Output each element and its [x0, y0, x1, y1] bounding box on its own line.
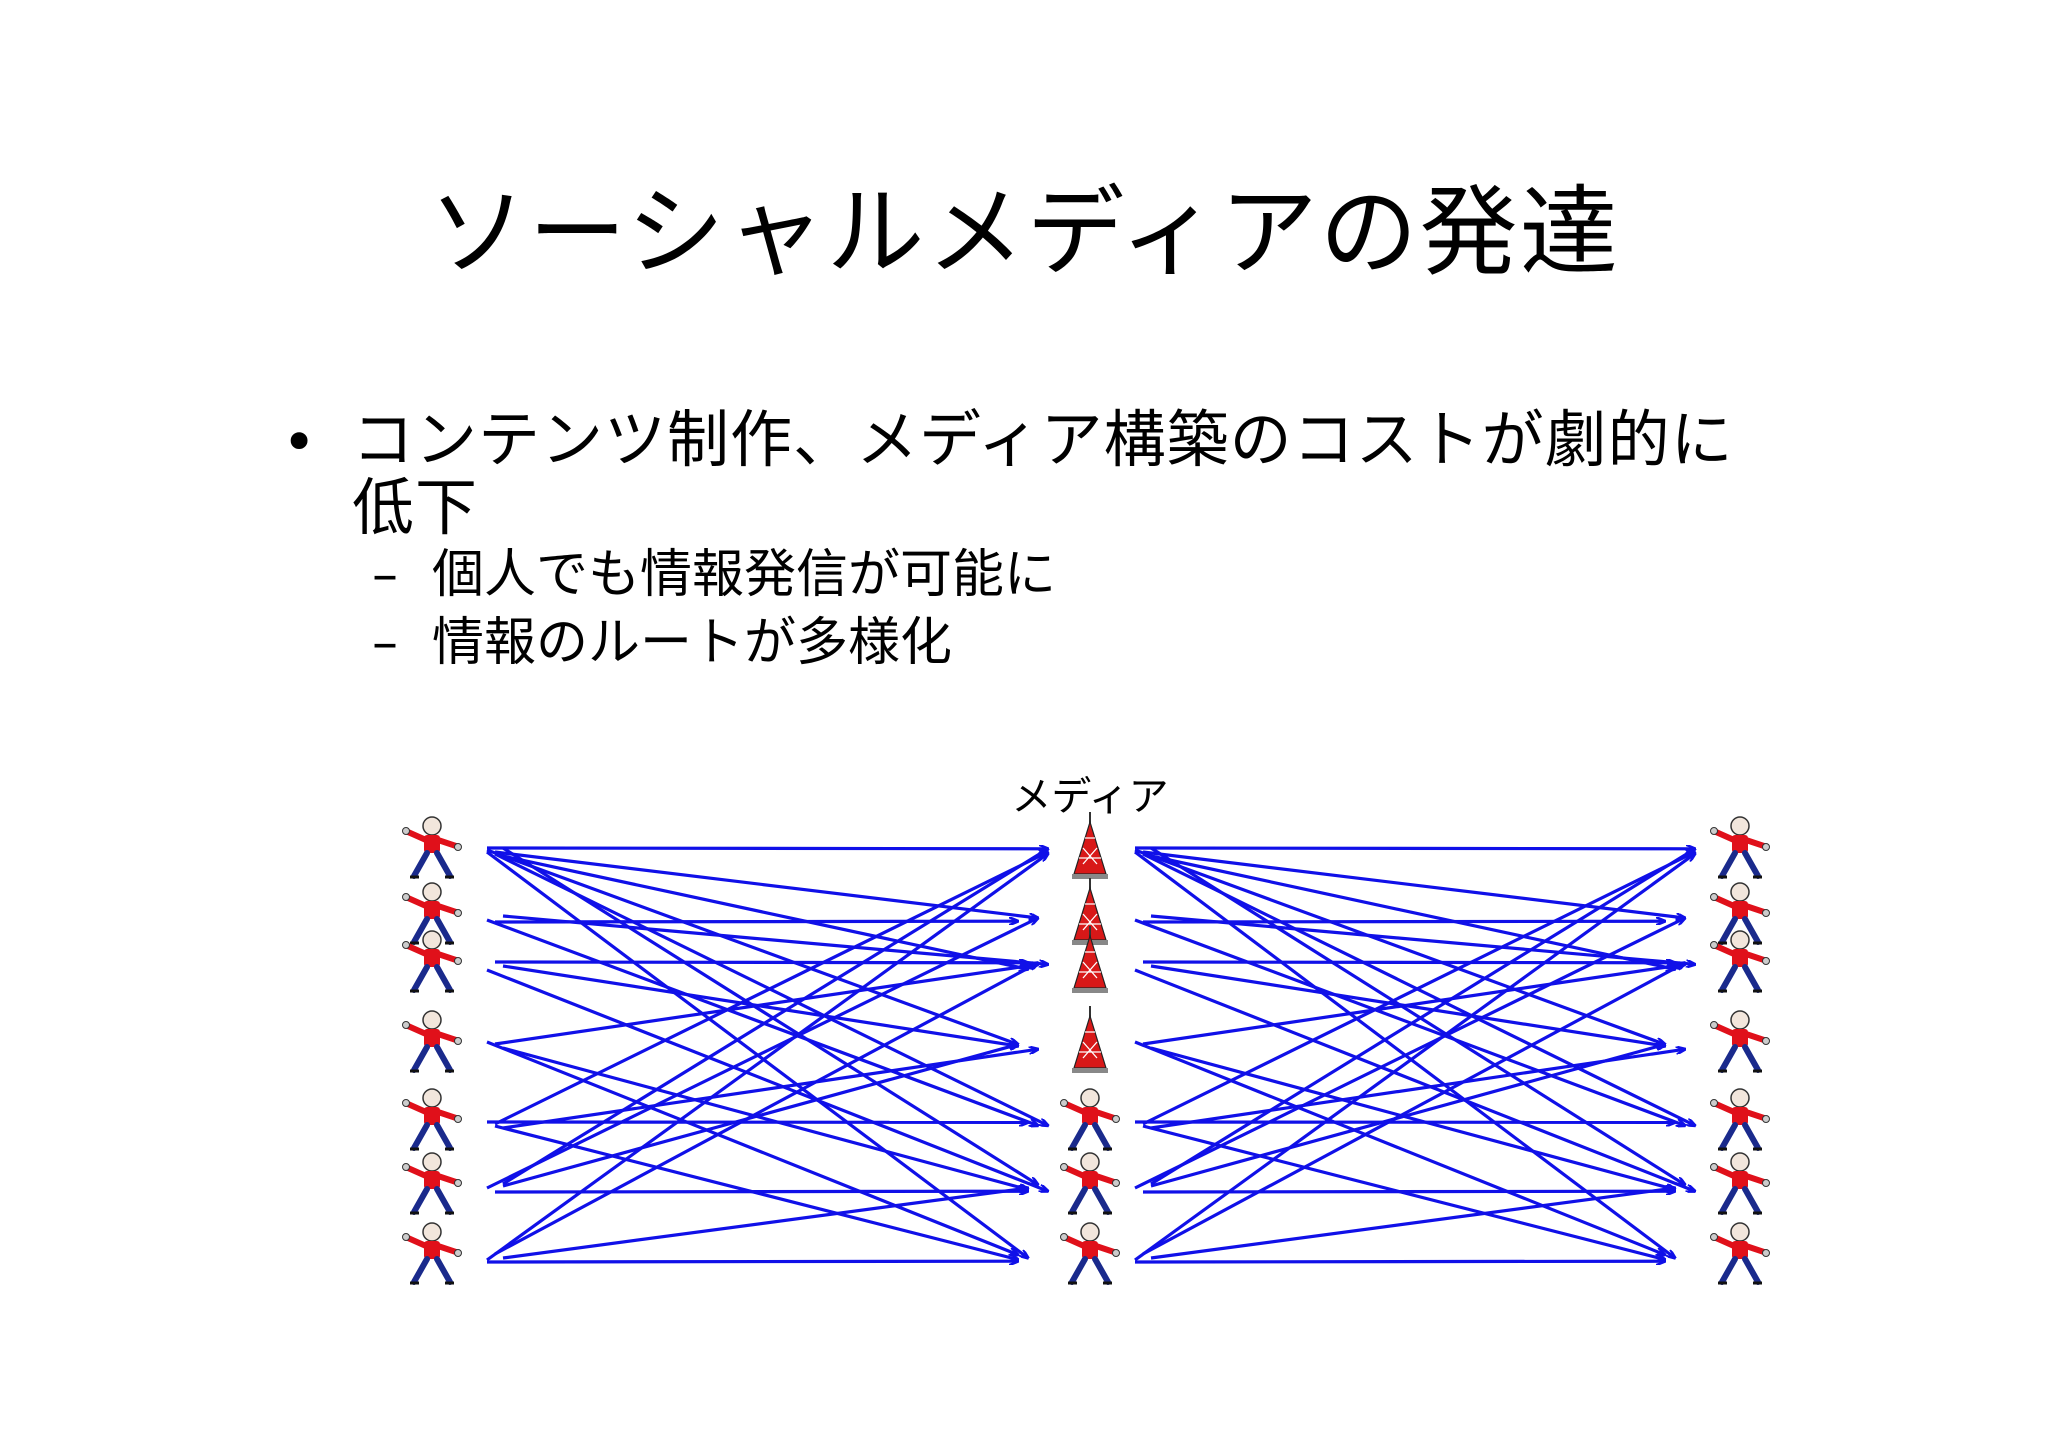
person-icon: [1710, 930, 1770, 993]
arrow-line: [1134, 848, 1695, 849]
sub-bullet: –情報のルートが多様化: [372, 614, 952, 672]
arrow-line: [494, 852, 1048, 1126]
arrow-line: [486, 918, 1038, 1190]
arrow-line: [494, 962, 1028, 963]
arrow-line: [1142, 850, 1685, 918]
person-icon: [402, 930, 462, 993]
person-icon: [402, 1152, 462, 1215]
arrow-line: [1150, 849, 1695, 1186]
arrow-line: [1134, 1040, 1665, 1255]
arrow-line: [1134, 854, 1695, 1262]
arrow-line: [486, 854, 1048, 1262]
node-group: [402, 812, 1770, 1285]
arrow-line: [1142, 963, 1685, 1256]
sub-bullet: –個人でも情報発信が可能に: [372, 546, 1056, 604]
arrow-line: [1142, 1191, 1675, 1192]
person-icon: [1060, 1152, 1120, 1215]
tower-icon: [1072, 812, 1108, 879]
arrow-line: [1150, 1188, 1675, 1260]
arrow-line: [494, 963, 1038, 1256]
arrow-line: [502, 846, 1038, 1185]
slide-title: ソーシャルメディアの発達: [428, 176, 1620, 290]
arrow-line: [1134, 918, 1685, 1190]
arrow-line: [1134, 968, 1695, 1191]
person-icon: [1710, 1088, 1770, 1151]
arrow-line: [486, 1040, 1018, 1255]
arrow-line: [494, 1191, 1028, 1192]
arrow-line: [502, 1044, 1018, 1188]
person-icon: [1710, 882, 1770, 945]
person-icon: [1710, 1222, 1770, 1285]
arrow-line: [1150, 1046, 1675, 1190]
bullet-text: コンテンツ制作、メディア構築のコストが劇的に低下: [352, 403, 1734, 544]
arrow-line: [502, 1188, 1028, 1260]
arrow-line: [486, 848, 1018, 1044]
person-icon: [1710, 816, 1770, 879]
person-icon: [1710, 1010, 1770, 1073]
arrow-line: [486, 848, 1048, 849]
sub-bullet-dash: –: [372, 545, 398, 605]
person-icon: [1710, 1152, 1770, 1215]
arrow-group: [486, 846, 1695, 1262]
arrow-line: [1142, 962, 1675, 963]
arrow-line: [1150, 854, 1675, 969]
sub-bullet-dash: –: [372, 613, 398, 673]
sub-bullet-text: 個人でも情報発信が可能に: [432, 545, 1057, 605]
arrow-line: [494, 964, 1038, 1046]
person-icon: [402, 1010, 462, 1073]
person-icon: [402, 1222, 462, 1285]
arrow-line: [1142, 964, 1685, 1046]
bullet-dot: •: [282, 408, 317, 476]
arrow-line: [1150, 846, 1685, 1185]
tower-icon: [1072, 1006, 1108, 1073]
arrow-line: [502, 854, 1028, 969]
arrow-line: [486, 1261, 1018, 1262]
tower-icon: [1072, 926, 1108, 993]
sub-bullet-text: 情報のルートが多様化: [432, 613, 953, 673]
arrow-line: [1134, 848, 1665, 1044]
person-icon: [1060, 1222, 1120, 1285]
arrow-line: [502, 1046, 1028, 1190]
arrow-line: [1142, 852, 1695, 1126]
arrow-line: [1150, 1044, 1665, 1188]
person-icon: [402, 1088, 462, 1151]
arrow-line: [1134, 1261, 1665, 1262]
person-icon: [402, 816, 462, 879]
arrow-line: [486, 968, 1048, 1191]
media-label: メディア: [1011, 774, 1168, 820]
person-icon: [1060, 1088, 1120, 1151]
person-icon: [402, 882, 462, 945]
arrow-line: [502, 849, 1048, 1186]
arrow-line: [494, 850, 1038, 918]
